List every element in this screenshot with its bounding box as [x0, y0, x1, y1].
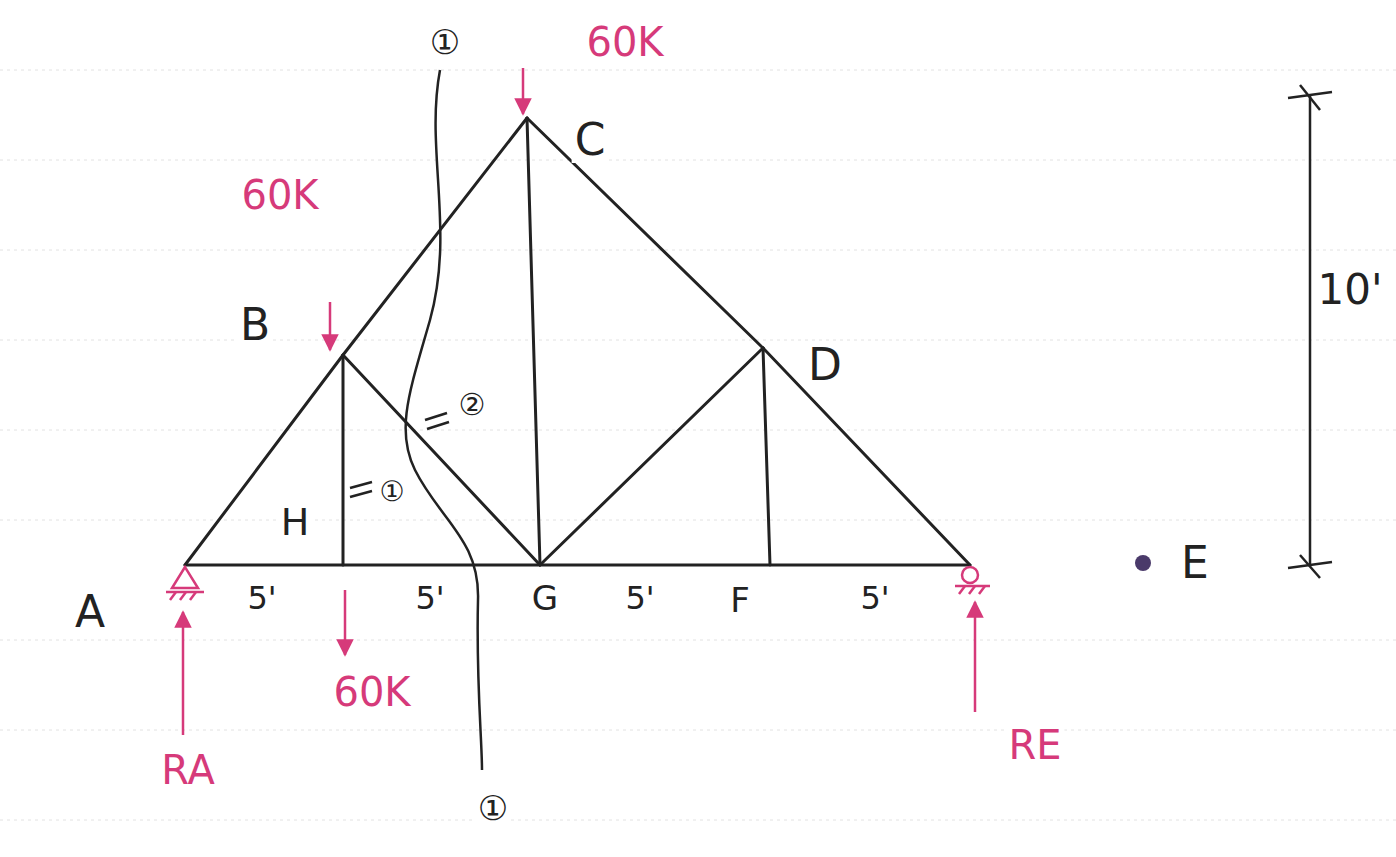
section-number: ① [427, 24, 463, 60]
reaction-label: RE [1005, 724, 1064, 766]
joint-letter: A [72, 589, 108, 635]
truss-members [185, 118, 970, 565]
load-value: 60K [238, 174, 321, 216]
dimension-text: 5' [857, 581, 892, 615]
joint-letter: E [1178, 540, 1212, 586]
joint-letter: C [572, 117, 609, 163]
section-number: ① [475, 790, 511, 826]
joint-letter: H [278, 502, 313, 542]
joint-letter: G [529, 580, 561, 616]
joint-letter: F [727, 582, 753, 618]
ink-blot [1135, 555, 1151, 571]
dimension-text: 5' [412, 581, 447, 615]
dimension-text: 5' [622, 581, 657, 615]
roller-support [955, 567, 990, 594]
dimension-text: 10' [1315, 268, 1386, 312]
joint-letter: B [237, 302, 273, 348]
reaction-label: RA [158, 749, 218, 791]
member-number: ① [376, 477, 407, 507]
load-value: 60K [583, 21, 666, 63]
dimension-text: 5' [244, 581, 279, 615]
member-number: ② [456, 389, 489, 421]
joint-letter: D [805, 342, 845, 388]
ruled-lines [0, 70, 1396, 820]
load-value: 60K [330, 671, 413, 713]
pin-support [166, 567, 204, 600]
load-arrows [183, 68, 975, 735]
height-dimension [1288, 85, 1332, 578]
